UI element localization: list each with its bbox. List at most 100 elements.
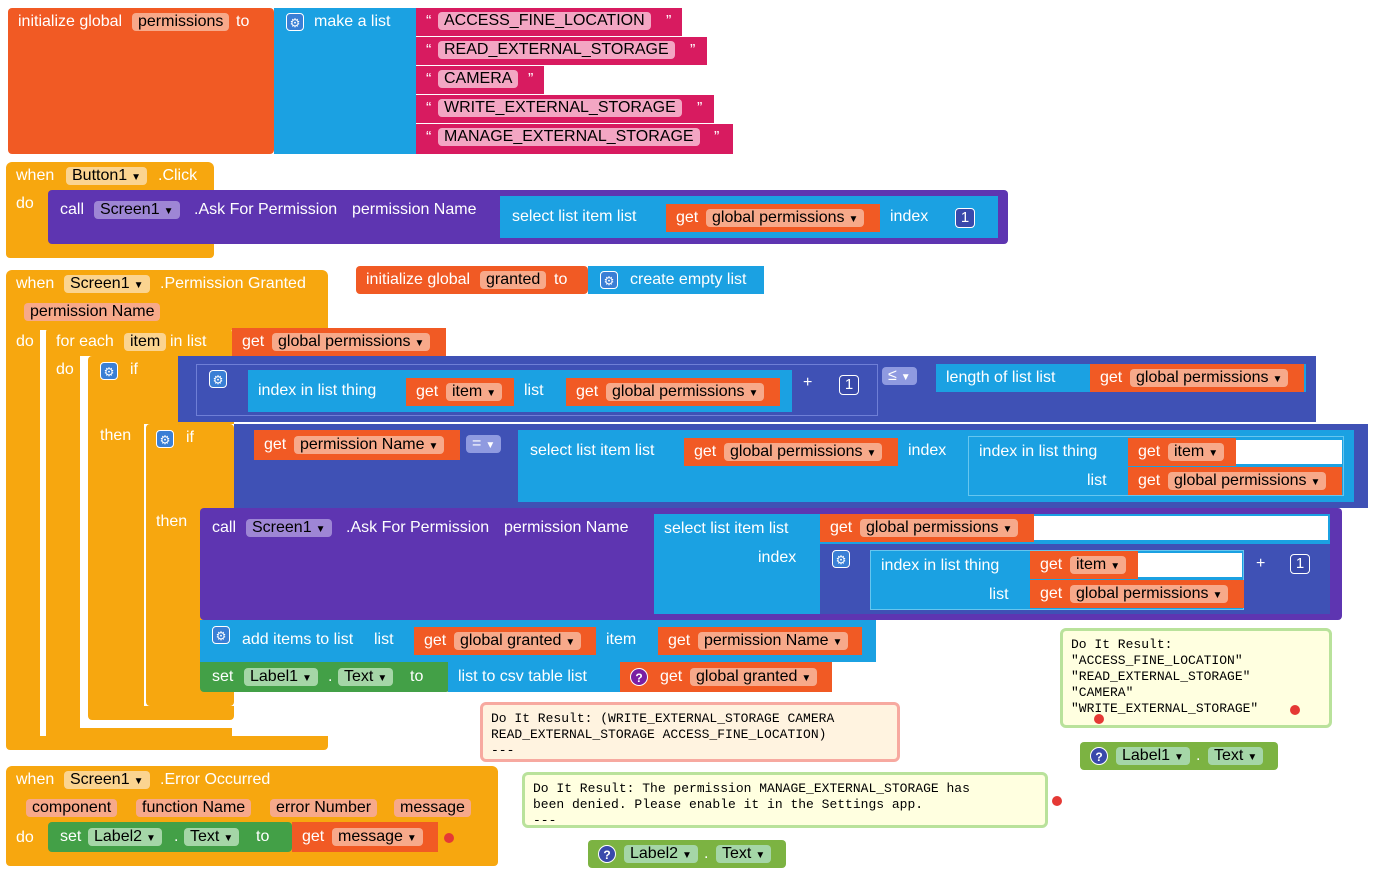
operator-dropdown[interactable]: =▼ bbox=[466, 435, 502, 453]
var-dropdown[interactable]: global permissions▼ bbox=[860, 519, 1019, 537]
var-dropdown[interactable]: global permissions▼ bbox=[606, 383, 765, 401]
marker-dot bbox=[1290, 705, 1300, 715]
init-granted-block[interactable]: initialize global granted to bbox=[356, 266, 588, 294]
do-it-result-bubble-3: Do It Result: The permission MANAGE_EXTE… bbox=[522, 772, 1048, 828]
get-global-granted[interactable]: ? get global granted▼ bbox=[620, 662, 832, 692]
var-dropdown[interactable]: item▼ bbox=[1070, 556, 1127, 574]
property-dropdown[interactable]: Text▼ bbox=[184, 828, 240, 846]
mutator-gear-icon[interactable]: ⚙ bbox=[212, 626, 230, 644]
empty-slot bbox=[1236, 440, 1342, 464]
mutator-gear-icon[interactable]: ⚙ bbox=[100, 362, 118, 380]
do-it-result-bubble-1: Do It Result: (WRITE_EXTERNAL_STORAGE CA… bbox=[480, 702, 900, 762]
string-item-3[interactable]: “ CAMERA ” bbox=[416, 66, 544, 94]
label2-text-getter[interactable]: ? Label2▼ . Text▼ bbox=[588, 840, 786, 868]
event-param-error-number[interactable]: error Number bbox=[270, 799, 378, 817]
property-dropdown[interactable]: Text▼ bbox=[338, 668, 394, 686]
set-label1-text[interactable]: set Label1▼ . Text▼ to bbox=[200, 662, 450, 692]
var-dropdown[interactable]: global permissions▼ bbox=[272, 333, 431, 351]
var-dropdown[interactable]: permission Name▼ bbox=[698, 632, 849, 650]
make-list-label: make a list bbox=[314, 13, 391, 30]
string-text[interactable]: READ_EXTERNAL_STORAGE bbox=[438, 41, 675, 59]
var-dropdown[interactable]: global permissions▼ bbox=[1130, 369, 1289, 387]
component-dropdown[interactable]: Button1▼ bbox=[66, 167, 148, 185]
var-dropdown[interactable]: global permissions▼ bbox=[1070, 585, 1229, 603]
get-item[interactable]: get item▼ bbox=[406, 378, 514, 406]
property-dropdown[interactable]: Text▼ bbox=[716, 845, 772, 863]
number-literal[interactable]: 1 bbox=[955, 208, 975, 228]
var-dropdown[interactable]: message▼ bbox=[332, 828, 423, 846]
label1-text-getter[interactable]: ? Label1▼ . Text▼ bbox=[1080, 742, 1278, 770]
comment-icon[interactable]: ? bbox=[630, 668, 648, 686]
number-literal[interactable]: 1 bbox=[839, 375, 859, 395]
mutator-gear-icon[interactable]: ⚙ bbox=[209, 370, 227, 388]
component-dropdown[interactable]: Label1▼ bbox=[244, 668, 318, 686]
get-item[interactable]: get item▼ bbox=[1128, 438, 1236, 466]
get-global-permissions[interactable]: get global permissions▼ bbox=[820, 514, 1034, 542]
mutator-gear-icon[interactable]: ⚙ bbox=[156, 430, 174, 448]
string-item-4[interactable]: “ WRITE_EXTERNAL_STORAGE ” bbox=[416, 95, 714, 123]
screen-dropdown[interactable]: Screen1▼ bbox=[94, 201, 180, 219]
event-param-component[interactable]: component bbox=[26, 799, 118, 817]
init-permissions-block[interactable]: initialize global permissions to bbox=[8, 8, 274, 154]
to-label: to bbox=[236, 13, 250, 30]
var-name-permissions[interactable]: permissions bbox=[132, 13, 230, 31]
string-item-1[interactable]: “ ACCESS_FINE_LOCATION ” bbox=[416, 8, 682, 36]
var-dropdown[interactable]: permission Name▼ bbox=[294, 436, 445, 454]
empty-slot bbox=[1138, 553, 1242, 577]
string-text[interactable]: WRITE_EXTERNAL_STORAGE bbox=[438, 99, 682, 117]
event-param-function-name[interactable]: function Name bbox=[136, 799, 252, 817]
get-global-granted[interactable]: get global granted▼ bbox=[414, 627, 596, 655]
warning-marker-dot bbox=[1052, 796, 1062, 806]
component-dropdown[interactable]: Screen1▼ bbox=[64, 771, 150, 789]
var-dropdown[interactable]: item▼ bbox=[1168, 443, 1225, 461]
set-label2-text[interactable]: set Label2▼ . Text▼ to bbox=[48, 822, 292, 852]
get-message[interactable]: get message▼ bbox=[292, 822, 438, 852]
create-empty-list[interactable]: ⚙ create empty list bbox=[588, 266, 764, 294]
var-dropdown[interactable]: global granted▼ bbox=[690, 668, 818, 686]
mutator-gear-icon[interactable]: ⚙ bbox=[832, 550, 850, 568]
empty-slot bbox=[1034, 516, 1328, 540]
component-dropdown[interactable]: Label2▼ bbox=[88, 828, 162, 846]
marker-dot bbox=[1094, 714, 1104, 724]
get-global-permissions[interactable]: get global permissions▼ bbox=[684, 438, 898, 466]
operator-dropdown[interactable]: ≤▼ bbox=[882, 367, 917, 385]
string-text[interactable]: ACCESS_FINE_LOCATION bbox=[438, 12, 651, 30]
get-permission-name[interactable]: get permission Name▼ bbox=[254, 430, 460, 460]
error-marker-dot bbox=[444, 833, 454, 843]
var-dropdown[interactable]: global permissions▼ bbox=[706, 209, 865, 227]
comment-icon[interactable]: ? bbox=[1090, 747, 1108, 765]
get-global-permissions[interactable]: get global permissions▼ bbox=[1128, 467, 1342, 495]
var-dropdown[interactable]: item▼ bbox=[446, 383, 503, 401]
var-name-granted[interactable]: granted bbox=[480, 271, 547, 289]
property-dropdown[interactable]: Text▼ bbox=[1208, 747, 1264, 765]
component-dropdown[interactable]: Screen1▼ bbox=[64, 275, 150, 293]
component-dropdown[interactable]: Label1▼ bbox=[1116, 747, 1190, 765]
string-text[interactable]: CAMERA bbox=[438, 70, 519, 88]
get-global-permissions[interactable]: get global permissions▼ bbox=[1090, 364, 1304, 392]
component-dropdown[interactable]: Label2▼ bbox=[624, 845, 698, 863]
get-global-permissions[interactable]: get global permissions▼ bbox=[232, 328, 446, 356]
get-permission-name[interactable]: get permission Name▼ bbox=[658, 627, 862, 655]
string-text[interactable]: MANAGE_EXTERNAL_STORAGE bbox=[438, 128, 700, 146]
string-item-2[interactable]: “ READ_EXTERNAL_STORAGE ” bbox=[416, 37, 707, 65]
list-to-csv-table[interactable]: list to csv table list bbox=[448, 662, 620, 692]
string-item-5[interactable]: “ MANAGE_EXTERNAL_STORAGE ” bbox=[416, 124, 733, 154]
number-literal[interactable]: 1 bbox=[1290, 554, 1310, 574]
do-it-result-bubble-2: Do It Result: "ACCESS_FINE_LOCATION" "RE… bbox=[1060, 628, 1332, 728]
comment-icon[interactable]: ? bbox=[598, 845, 616, 863]
get-global-permissions[interactable]: get global permissions▼ bbox=[666, 204, 880, 232]
mutator-gear-icon[interactable]: ⚙ bbox=[600, 271, 618, 289]
var-dropdown[interactable]: global permissions▼ bbox=[724, 443, 883, 461]
screen-dropdown[interactable]: Screen1▼ bbox=[246, 519, 332, 537]
var-dropdown[interactable]: global granted▼ bbox=[454, 632, 582, 650]
get-item[interactable]: get item▼ bbox=[1030, 551, 1138, 579]
mutator-gear-icon[interactable]: ⚙ bbox=[286, 13, 304, 31]
init-keyword: initialize global bbox=[18, 13, 123, 30]
make-list-block[interactable]: ⚙ make a list bbox=[274, 8, 416, 154]
get-global-permissions[interactable]: get global permissions▼ bbox=[1030, 580, 1244, 608]
event-param-message[interactable]: message bbox=[394, 799, 471, 817]
event-param[interactable]: permission Name bbox=[24, 303, 161, 321]
get-global-permissions[interactable]: get global permissions▼ bbox=[566, 378, 780, 406]
var-dropdown[interactable]: global permissions▼ bbox=[1168, 472, 1327, 490]
loop-var[interactable]: item bbox=[124, 333, 167, 351]
